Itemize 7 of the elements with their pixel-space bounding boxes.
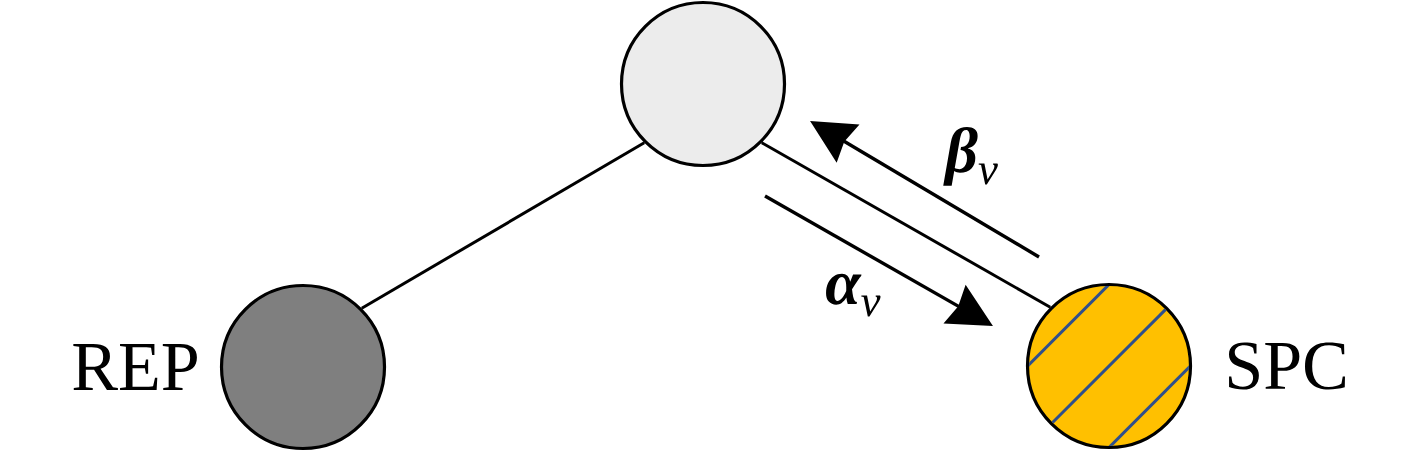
node-label: REP — [73, 344, 197, 390]
circle-node — [619, 0, 787, 168]
arrow-label: β$_{v}$ — [943, 126, 998, 186]
connector-line — [361, 141, 645, 310]
arrow-label: α$_{v}$ — [826, 273, 881, 317]
node-label: SPC — [1229, 342, 1345, 390]
connector-line — [761, 141, 1051, 309]
